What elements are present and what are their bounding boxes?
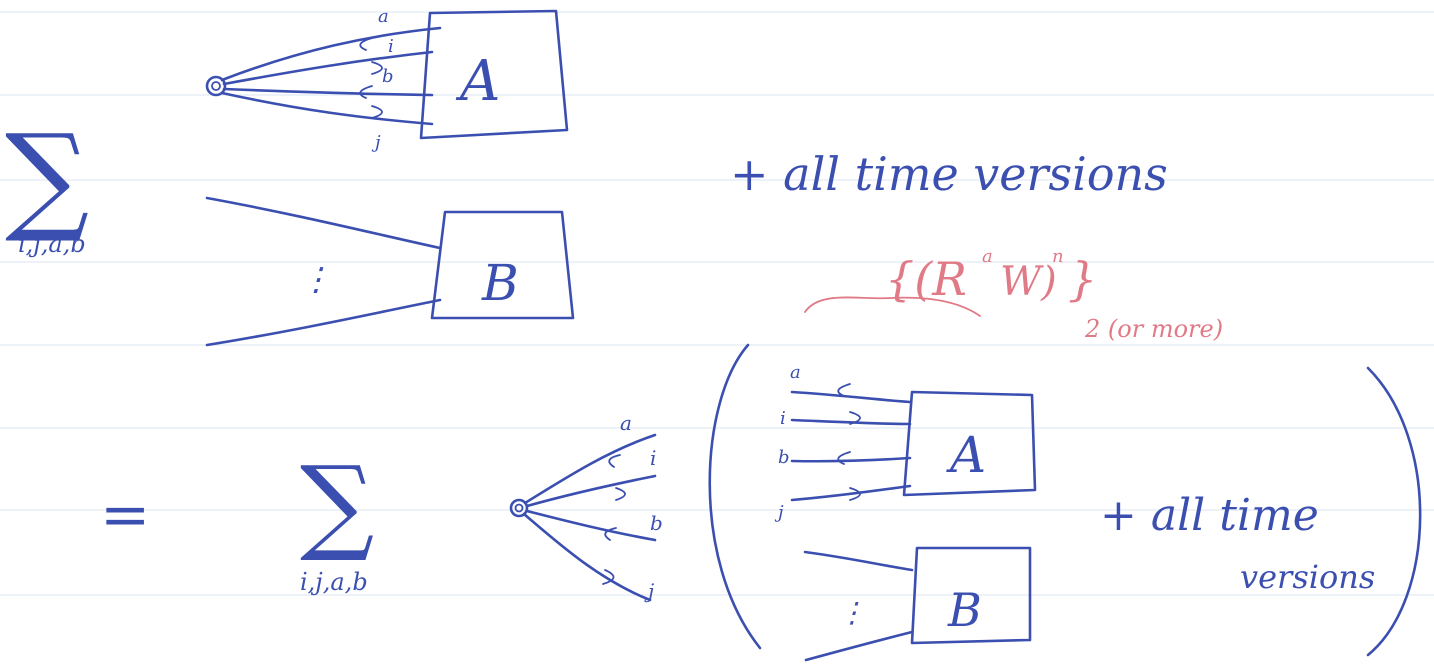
top-vertex-diagram: a i b j	[205, 6, 442, 153]
inner-leg-label-j: j	[774, 502, 784, 523]
box-a-top: A	[419, 9, 569, 140]
vertex-leg-label-a: a	[620, 411, 632, 435]
box-a-bottom	[902, 390, 1037, 497]
leg-j-top	[220, 91, 434, 126]
sum-index-top: i,j,a,b	[18, 230, 86, 258]
box-a-top-label: A	[455, 49, 500, 114]
box-b-bottom	[910, 546, 1032, 645]
box-a-bottom-label: A	[946, 426, 986, 484]
box-a-bottom-diagram: a i b j A	[774, 362, 1037, 523]
inner-leg-label-i: i	[780, 408, 786, 429]
notebook-rules	[0, 11, 1434, 596]
leg-a-top	[220, 26, 442, 82]
inner-leg-label-a: a	[790, 362, 801, 383]
leg-label-a-top: a	[378, 6, 389, 27]
red-note-sup: a	[982, 246, 993, 267]
vertex-leg-label-b: b	[650, 511, 663, 535]
equals-sign: =	[100, 480, 150, 550]
vertex-bottom	[509, 498, 529, 518]
leg-b-top	[222, 87, 434, 97]
sum-symbol-bottom: ∑	[300, 443, 374, 565]
red-note-main: {(R	[885, 252, 967, 306]
dots-top: ⋮	[300, 260, 332, 298]
dots-bottom: ⋮	[838, 596, 866, 629]
box-b-bottom-label: B	[947, 583, 982, 637]
leg-label-j-top: j	[371, 132, 381, 153]
vertex-leg-label-j: j	[644, 579, 654, 603]
leg-label-b-top: b	[382, 66, 394, 87]
leg-i-top	[222, 50, 434, 86]
red-note-exp: n	[1052, 246, 1064, 267]
box-b-bottom-diagram: ⋮ B	[803, 546, 1032, 662]
vertex-leg-label-i: i	[650, 446, 656, 470]
box-b-top-label: B	[481, 254, 519, 312]
vertex-top	[205, 75, 227, 97]
right-parenthesis	[1366, 366, 1422, 657]
plus-text-bottom-line1: + all time	[1100, 490, 1319, 541]
left-parenthesis	[708, 343, 762, 650]
box-b-top	[430, 210, 575, 320]
plus-text-top: + all time versions	[730, 147, 1168, 201]
sum-symbol-top: ∑	[5, 108, 89, 246]
box-b-top-diagram: ⋮ B	[205, 196, 575, 347]
sum-index-bottom: i,j,a,b	[300, 568, 368, 596]
bottom-vertex-diagram: a i b j	[509, 411, 663, 603]
red-note-w: W)	[1000, 259, 1057, 305]
top-sum: ∑ i,j,a,b	[5, 108, 89, 258]
red-note-close: }	[1068, 252, 1097, 306]
plus-text-bottom-line2: versions	[1240, 558, 1375, 596]
inner-leg-label-b: b	[778, 447, 790, 468]
bottom-sum: ∑ i,j,a,b	[300, 443, 374, 596]
red-note-sub: 2 (or more)	[1084, 315, 1223, 343]
leg-label-i-top: i	[388, 36, 394, 57]
red-annotation: {(R a W) n } 2 (or more)	[804, 246, 1223, 343]
